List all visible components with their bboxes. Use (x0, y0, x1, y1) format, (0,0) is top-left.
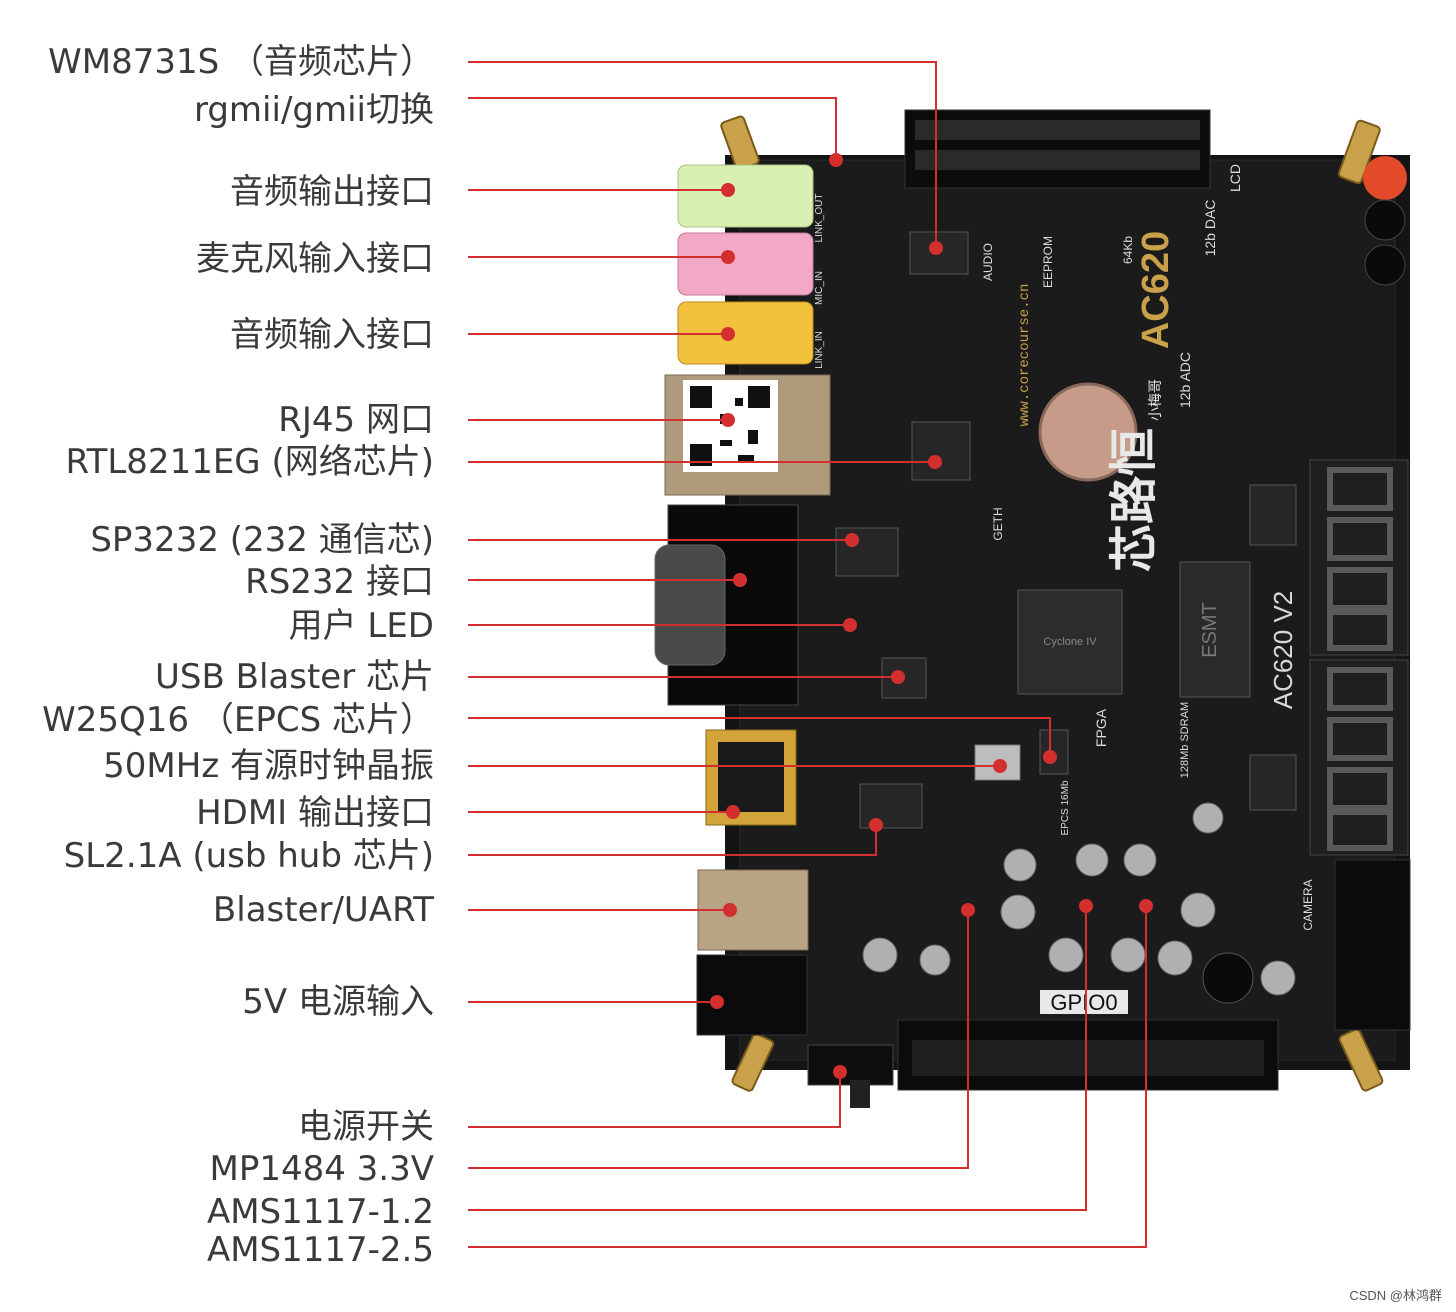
label-ams1117-12: AMS1117-1.2 (206, 1192, 434, 1232)
label-rj45: RJ45 网口 (278, 400, 434, 440)
leader-dot (843, 618, 857, 632)
label-audio-in: 音频输入接口 (230, 315, 434, 355)
leader-dot (891, 670, 905, 684)
rs232-db9 (654, 504, 799, 706)
board-model-rev: AC620 V2 (1268, 591, 1298, 710)
silk-link-in: LINK_IN (814, 331, 825, 369)
leader-dot (710, 995, 724, 1009)
leader-dot (845, 533, 859, 547)
label-5v-input: 5V 电源输入 (242, 982, 434, 1022)
standoffs (720, 115, 1384, 1092)
leader-dot (721, 183, 735, 197)
leader-line (468, 97, 837, 160)
label-oscillator: 50MHz 有源时钟晶振 (103, 746, 434, 786)
gpio-silk-box (1040, 990, 1128, 1014)
leader-lines (468, 61, 1147, 1248)
silk-sdram: 128Mb SDRAM (1179, 702, 1191, 778)
leader-line (468, 910, 969, 1169)
sdram-chip (1179, 561, 1251, 698)
leader-dot (726, 805, 740, 819)
silk-camera: CAMERA (1301, 879, 1315, 930)
label-sl21a: SL2.1A (usb hub 芯片) (63, 836, 434, 876)
silk-link-out: LINK_OUT (814, 194, 825, 243)
silk-epcs: EPCS 16Mb (1060, 780, 1071, 835)
label-usb-blaster: USB Blaster 芯片 (155, 657, 434, 697)
watermark: CSDN @林鸿群 (1349, 1288, 1442, 1303)
leader-dot (721, 327, 735, 341)
label-audio-out: 音频输出接口 (230, 172, 434, 212)
silk-eeprom-size: 64Kb (1121, 236, 1135, 264)
board-website: www.corecourse.cn (1017, 284, 1033, 427)
label-mic-in: 麦克风输入接口 (196, 239, 434, 279)
leader-line (468, 825, 877, 856)
leader-line (468, 61, 937, 248)
silk-mic-in: MIC_IN (814, 271, 825, 305)
leader-dot (721, 413, 735, 427)
hdmi-port (705, 729, 797, 826)
label-ams1117-25: AMS1117-2.5 (206, 1230, 434, 1270)
board-brand: 芯路恒 (1106, 428, 1162, 572)
dc-jack (696, 954, 808, 1036)
label-w25q16: W25Q16 （EPCS 芯片） (42, 700, 434, 740)
gpio-header (897, 1019, 1279, 1091)
silk-geth: GETH (991, 507, 1005, 540)
fpga-chip (1017, 589, 1123, 695)
label-wm8731s: WM8731S （音频芯片） (48, 42, 434, 82)
sdram-chip-label: ESMT (1199, 602, 1221, 658)
push-buttons (1363, 156, 1407, 286)
audio-jacks (677, 164, 814, 365)
silk-fpga: FPGA (1093, 708, 1109, 747)
board-brand-small: 小梅哥 (1148, 379, 1164, 421)
capacitors (862, 802, 1296, 996)
seven-segment-displays (1309, 459, 1409, 856)
label-user-led: 用户 LED (288, 606, 434, 646)
silk-eeprom: EEPROM (1041, 236, 1055, 288)
silk-lcd: LCD (1227, 164, 1243, 192)
coin-battery (1038, 382, 1138, 482)
leader-dot (993, 759, 1007, 773)
label-sp3232: SP3232 (232 通信芯) (90, 520, 434, 560)
board-model: AC620 (1135, 231, 1177, 349)
leader-dot (721, 250, 735, 264)
leader-dot (733, 573, 747, 587)
leader-line (468, 1072, 841, 1128)
ic-chips (835, 231, 1297, 829)
power-switch (807, 1044, 894, 1086)
camera-header (1334, 859, 1411, 1031)
leader-dot (929, 241, 943, 255)
label-rs232: RS232 接口 (245, 562, 434, 602)
leader-dots (710, 153, 1153, 1079)
leader-dot (928, 455, 942, 469)
label-power-switch: 电源开关 (298, 1107, 434, 1147)
leader-dot (829, 153, 843, 167)
top-pin-header (904, 109, 1211, 189)
label-rgmii-gmii: rgmii/gmii切换 (193, 90, 434, 130)
leader-dot (1043, 750, 1057, 764)
label-mp1484: MP1484 3.3V (209, 1149, 434, 1189)
label-rtl8211eg: RTL8211EG (网络芯片) (65, 442, 434, 482)
buzzer (1202, 952, 1254, 1004)
silk-adc: 12b ADC (1177, 352, 1193, 408)
leader-line (468, 906, 1087, 1211)
fpga-board: GPIO0 Cyclone IV ESMT (654, 109, 1411, 1108)
leader-dot (1079, 899, 1093, 913)
rj45-jack (664, 374, 831, 496)
label-hdmi: HDMI 输出接口 (196, 793, 434, 833)
leader-dot (723, 903, 737, 917)
leader-dot (833, 1065, 847, 1079)
label-blaster-uart: Blaster/UART (212, 890, 434, 930)
leader-dot (869, 818, 883, 832)
fpga-chip-label: Cyclone IV (1043, 636, 1097, 648)
leader-line (468, 906, 1147, 1248)
gpio-silk: GPIO0 (1050, 990, 1117, 1015)
silk-audio: AUDIO (981, 243, 995, 281)
leader-dot (961, 903, 975, 917)
silk-dac: 12b DAC (1202, 200, 1218, 257)
leader-dot (1139, 899, 1153, 913)
leader-line (468, 717, 1051, 757)
